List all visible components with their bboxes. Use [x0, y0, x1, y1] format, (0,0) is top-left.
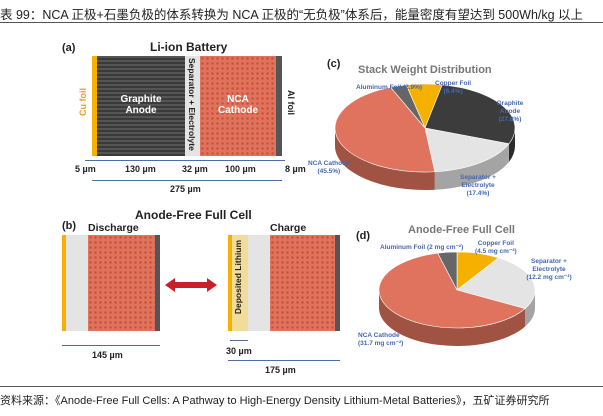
footer-divider: [0, 386, 603, 387]
charge-cathode-layer: [270, 235, 335, 331]
label-d-aluminum: Aluminum Foil (2 mg cm⁻²): [380, 244, 463, 252]
pie-slice-aluminum-foil: [390, 84, 426, 129]
label-c-nca: NCA Cathode(45.5%): [308, 160, 350, 176]
chart-d-title: Anode-Free Full Cell: [408, 224, 515, 236]
panel-a-title: Li-ion Battery: [150, 40, 228, 54]
discharge-cu-layer: [62, 235, 66, 331]
deposited-lithium-layer: [232, 235, 248, 331]
label-c-separator: Separator + Electrolyte(17.4%): [456, 174, 500, 197]
panel-a-tag: (a): [62, 42, 76, 54]
slice-label: Graphite Anode: [496, 100, 524, 115]
dim-al: 8 µm: [285, 164, 306, 174]
total-dimension-line: [92, 180, 282, 181]
chart-c-title: Stack Weight Distribution: [358, 64, 492, 76]
slice-label: NCA Cathode: [308, 160, 350, 167]
slice-value: (6.4%): [443, 87, 463, 95]
slice-label: Separator + Electrolyte: [531, 258, 567, 273]
slice-label: NCA Cathode: [358, 332, 400, 339]
panel-b-title: Anode-Free Full Cell: [135, 208, 252, 222]
dim-right: 175 µm: [265, 365, 296, 375]
slice-label: Aluminum Foil: [356, 84, 402, 91]
cu-foil-label: Cu foil: [78, 88, 88, 116]
pie-slice-nca-cathode: [378, 252, 526, 329]
charge-cu-layer: [228, 235, 232, 331]
pie-side-nca-cathode: [335, 128, 435, 190]
separator-label: Separator + Electrolyte: [187, 58, 197, 151]
figure-caption: 表 99：NCA 正极+石墨负极的体系转换为 NCA 正极的“无负极”体系后，能…: [0, 8, 584, 22]
pie-slice-separator-electrolyte: [424, 127, 510, 173]
dim-li: 30 µm: [226, 346, 252, 356]
label-c-graphite: Graphite Anode(27.8%): [490, 100, 530, 123]
dimension-line-left: [62, 345, 160, 346]
dimension-line-li: [230, 340, 248, 341]
pie-side-separator-electrolyte: [434, 143, 509, 190]
slice-value: (45.5%): [317, 167, 341, 175]
pie-chart-d: [378, 251, 536, 346]
pie-side-separator-electrolyte: [525, 290, 535, 327]
pie-slice-graphite-anode: [424, 84, 516, 145]
slice-value: (4.5 mg cm⁻²): [475, 247, 517, 255]
caption-divider: [0, 22, 603, 23]
al-foil-label: Al foil: [286, 90, 296, 115]
reversible-arrow-icon: [165, 278, 217, 292]
slice-value: (17.4%): [466, 189, 490, 197]
slice-value: (2.9%): [402, 84, 423, 91]
slice-value: (31.7 mg cm⁻²): [358, 339, 404, 347]
separator-layer: [185, 56, 200, 156]
charge-label: Charge: [270, 222, 307, 234]
nca-cathode-layer: [200, 56, 276, 156]
charge-separator-layer: [248, 235, 270, 331]
al-foil-layer: [276, 56, 282, 156]
dimension-line-right: [228, 360, 340, 361]
panel-b-tag: (b): [62, 220, 77, 232]
slice-value: (12.2 mg cm⁻²): [526, 273, 572, 281]
slice-label: Copper Foil: [477, 240, 514, 247]
label-c-copper: Copper Foil(6.4%): [435, 80, 471, 96]
slice-label: Copper Foil: [435, 80, 472, 87]
pie-slice-nca-cathode: [334, 87, 436, 173]
pie-side-nca-cathode: [379, 290, 526, 346]
pie-slice-separator-electrolyte: [456, 257, 536, 309]
discharge-separator-layer: [66, 235, 88, 331]
pie-slice-aluminum-foil: [437, 251, 458, 291]
discharge-cathode-layer: [88, 235, 155, 331]
dim-cu: 5 µm: [75, 164, 96, 174]
slice-value: (27.8%): [498, 115, 522, 123]
source-note: 资料来源：《Anode-Free Full Cells: A Pathway t…: [0, 395, 550, 407]
slice-label: Separator + Electrolyte: [460, 174, 496, 189]
graphite-anode-label: Graphite Anode: [120, 94, 162, 116]
dim-separator: 32 µm: [182, 164, 208, 174]
charge-al-layer: [335, 235, 340, 331]
panel-c-tag: (c): [327, 58, 341, 70]
label-d-nca: NCA Cathode(31.7 mg cm⁻²): [358, 332, 403, 348]
panel-d-tag: (d): [356, 230, 371, 242]
label-d-separator: Separator + Electrolyte(12.2 mg cm⁻²): [525, 258, 573, 281]
label-d-copper: Copper Foil(4.5 mg cm⁻²): [475, 240, 517, 256]
dim-total: 275 µm: [170, 184, 201, 194]
cu-foil-layer: [92, 56, 97, 156]
nca-cathode-label: NCA Cathode: [218, 94, 258, 116]
discharge-al-layer: [155, 235, 160, 331]
dimension-line: [85, 160, 285, 161]
dim-left: 145 µm: [92, 350, 123, 360]
pie-chart-c: [334, 83, 516, 190]
slice-label: Aluminum Foil: [380, 244, 426, 251]
dim-anode: 130 µm: [125, 164, 156, 174]
graphite-anode-layer: [97, 56, 185, 156]
deposited-lithium-label: Deposited Lithium: [233, 240, 243, 315]
slice-value: (2 mg cm⁻²): [426, 244, 464, 251]
label-c-aluminum: Aluminum Foil (2.9%): [356, 84, 422, 92]
discharge-label: Discharge: [88, 222, 139, 234]
dim-cathode: 100 µm: [225, 164, 256, 174]
